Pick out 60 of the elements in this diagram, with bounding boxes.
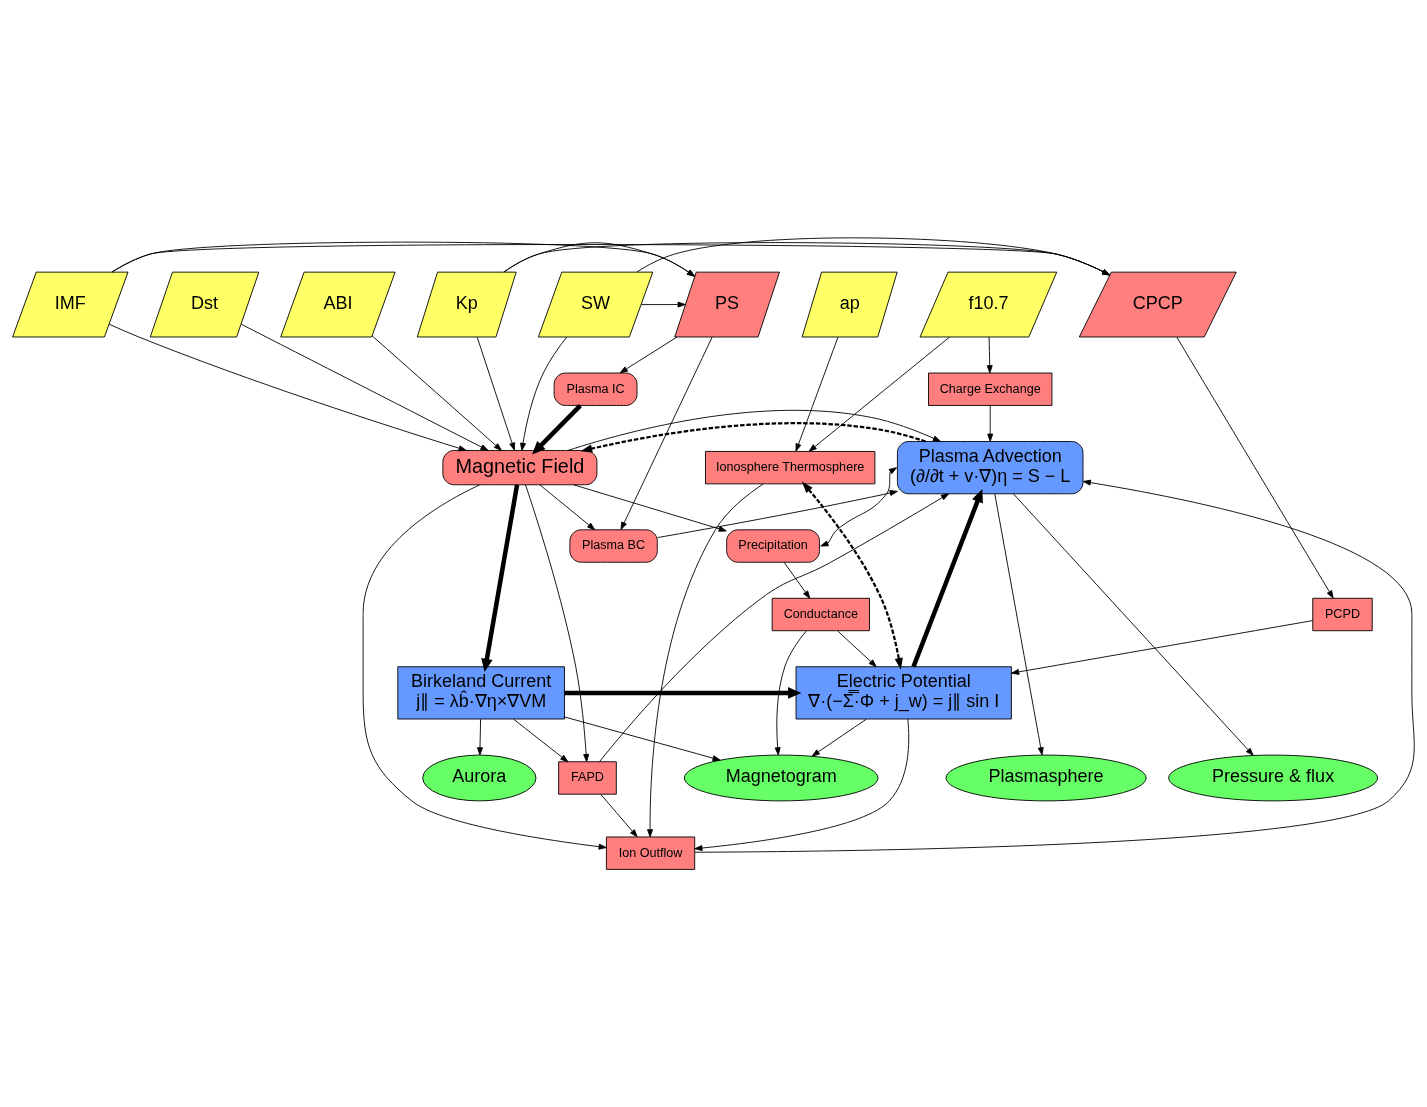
node-box: Plasma BC bbox=[569, 529, 658, 563]
node-box: PCPD bbox=[1312, 597, 1373, 632]
arrow bbox=[801, 481, 903, 670]
arrow bbox=[111, 244, 1111, 276]
node-box: Ion Outflow bbox=[605, 836, 696, 870]
node-box: Charge Exchange bbox=[928, 372, 1053, 406]
arrow bbox=[108, 323, 467, 452]
node-box: Birkeland Current j∥ = λb̂·∇η×∇VM bbox=[397, 666, 565, 720]
arrow bbox=[503, 242, 1111, 276]
arrow bbox=[477, 718, 483, 756]
node-box: Ionosphere Thermosphere bbox=[705, 450, 876, 485]
node-ellipse: Aurora bbox=[422, 754, 537, 802]
arrow bbox=[774, 630, 807, 756]
node-ellipse: Plasmasphere bbox=[945, 754, 1147, 802]
arrow bbox=[513, 718, 569, 763]
arrow bbox=[532, 404, 582, 455]
node-box: Plasma Advection (∂/∂t + v·∇)η = S − L bbox=[896, 441, 1084, 495]
node-box: Conductance bbox=[771, 597, 870, 632]
arrow bbox=[573, 484, 727, 532]
arrow bbox=[539, 484, 596, 531]
arrow bbox=[564, 716, 721, 762]
arrow bbox=[481, 484, 520, 673]
arrow bbox=[694, 718, 910, 851]
arrow bbox=[994, 493, 1044, 756]
arrow bbox=[476, 336, 516, 451]
arrow bbox=[1012, 493, 1254, 756]
arrow bbox=[371, 335, 502, 451]
arrow bbox=[600, 794, 638, 838]
arrow bbox=[820, 467, 897, 547]
arrow bbox=[795, 336, 839, 452]
arrow bbox=[520, 336, 568, 451]
arrow bbox=[240, 323, 489, 451]
arrow bbox=[808, 336, 950, 452]
arrow bbox=[564, 687, 802, 699]
arrow bbox=[657, 490, 898, 539]
arrow bbox=[362, 484, 607, 850]
arrow bbox=[525, 484, 590, 763]
arrow bbox=[640, 301, 686, 308]
arrow bbox=[986, 336, 993, 374]
arrow bbox=[636, 237, 1111, 276]
arrow bbox=[599, 493, 950, 763]
arrow bbox=[694, 479, 1415, 853]
node-box: Precipitation bbox=[726, 529, 820, 563]
arrow bbox=[837, 630, 877, 667]
arrow bbox=[619, 336, 678, 374]
node-ellipse: Pressure & flux bbox=[1168, 754, 1378, 802]
arrow bbox=[647, 483, 764, 838]
arrow bbox=[580, 422, 926, 453]
node-box: FAPD bbox=[558, 761, 617, 795]
node-box: Electric Potential ∇·(−Σ̿·Φ + j_w) = j∥ sin I bbox=[795, 666, 1012, 720]
arrow bbox=[620, 336, 713, 530]
arrow bbox=[1011, 620, 1314, 675]
node-box: Plasma IC bbox=[553, 372, 638, 406]
arrow bbox=[783, 561, 811, 599]
arrow bbox=[811, 718, 867, 757]
arrow bbox=[911, 488, 983, 668]
arrow bbox=[1176, 336, 1334, 599]
node-box: Magnetic Field bbox=[442, 450, 598, 486]
arrow bbox=[987, 405, 994, 442]
arrow bbox=[567, 409, 941, 451]
